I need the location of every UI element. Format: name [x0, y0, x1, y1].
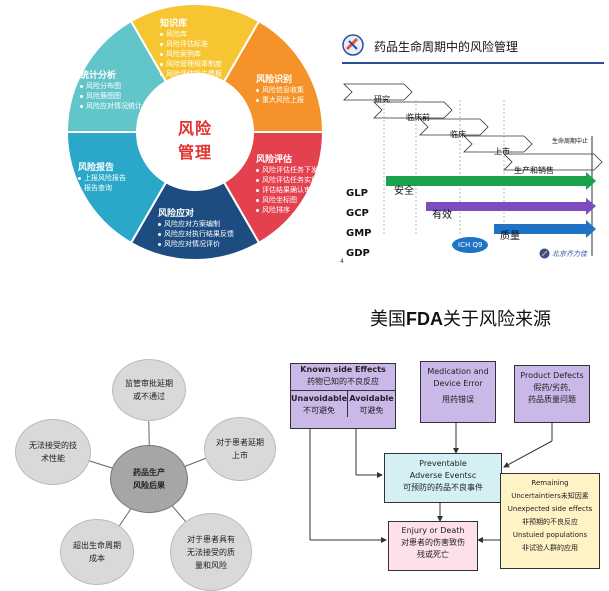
- lifecycle-title: 药品生命周期中的风险管理: [374, 40, 519, 54]
- lifecycle-end-label: 生命周期中止: [552, 138, 589, 145]
- wheel-segment-report: [65, 131, 168, 245]
- segment-title: 知识库: [160, 19, 188, 29]
- wheel-segment-respond: [129, 180, 261, 261]
- stage-chevron: [463, 135, 533, 153]
- consequence-quality-risk: 对于患者具有无法接受的质量和风险: [170, 513, 252, 591]
- consequence-market-delay: 对于患者延期上市: [204, 417, 276, 481]
- stage-clinical: 临床: [450, 130, 466, 139]
- stage-chevron: [373, 101, 453, 119]
- segment-respond: 风险应对 风险应对方案编制 风险应对执行结果反馈 风险应对情况评价: [158, 209, 234, 248]
- brand-label: 北京齐力佳: [552, 250, 587, 258]
- wheel-segment-statistics: [65, 19, 168, 133]
- segment-assess: 风险评估 风险评估任务下发 风险评估任务实施 评估结果确认审核 风险坐标图 风险…: [256, 155, 318, 214]
- quality-bar: [494, 224, 586, 234]
- title-underline: [342, 62, 604, 64]
- fda-risk-diagram: 美国FDA关于风险来源 Known side Effects 药物已知的不良反应…: [290, 295, 609, 591]
- brand-logo-icon: [539, 248, 550, 259]
- row-glp: GLP: [346, 188, 368, 199]
- row-gdp: GDP: [346, 248, 370, 259]
- wheel-segment-identify: [222, 19, 325, 133]
- known-side-effects-box: Known side Effects 药物已知的不良反应 Unavoidable…: [290, 363, 396, 429]
- consequence-cost: 超出生命周期成本: [60, 519, 134, 585]
- lifecycle-graphic: [343, 83, 603, 256]
- ich-q9-oval: [452, 237, 488, 253]
- wheel-center-disc: [139, 76, 251, 188]
- safety-arrow: [586, 172, 596, 190]
- bar-label-efficacy: 有效: [432, 210, 452, 221]
- wheel-segment-assess: [222, 131, 325, 245]
- row-gmp: GMP: [346, 228, 372, 239]
- quality-arrow: [586, 220, 596, 238]
- segment-statistics: 统计分析 风险分布图 风险蔟图图 风险应对情况统计: [80, 71, 142, 110]
- lifecycle-logo-icon: [342, 34, 364, 56]
- bar-label-safety: 安全: [394, 186, 414, 197]
- efficacy-arrow: [586, 198, 596, 215]
- wheel-rings: [65, 3, 325, 261]
- consequence-performance: 无法接受的技术性能: [15, 419, 91, 485]
- row-gcp: GCP: [346, 208, 369, 219]
- segment-report: 风险报告 上报风险报告 报告查询: [78, 163, 126, 192]
- stage-chevron: [503, 153, 603, 171]
- stage-research: 研究: [374, 95, 390, 104]
- stage-chevron: [419, 118, 489, 136]
- ich-q9-label: ICH Q9: [458, 241, 483, 249]
- fda-title: 美国FDA关于风险来源: [370, 309, 551, 330]
- bar-label-quality: 质量: [500, 231, 520, 242]
- stage-preclinical: 临床前: [406, 113, 430, 122]
- consequence-center: 药品生产风险后果: [110, 445, 188, 513]
- stage-market: 上市: [494, 147, 510, 156]
- consequences-diagram: 药品生产风险后果 监管审批延期或不通过 对于患者延期上市 对于患者具有无法接受的…: [0, 345, 290, 591]
- consequence-approval-delay: 监管审批延期或不通过: [112, 359, 186, 421]
- wheel-center-label: 风险 管理: [177, 119, 212, 162]
- wheel-segment-knowledge: [129, 3, 261, 84]
- segment-identify: 风险识别 风险信息收集 重大风险上报: [256, 75, 304, 104]
- lifecycle-panel: 药品生命周期中的风险管理 研究 临床前 临床 上市 生产和销售 生命周期中止 G…: [334, 22, 604, 267]
- segment-knowledge: 知识库 风险库 风险评估标准 风险案例库 风险管理规章制度 风险评估报告模板: [160, 16, 222, 79]
- safety-bar: [386, 176, 586, 186]
- stage-chevron: [343, 83, 413, 101]
- fda-connectors: [309, 423, 553, 543]
- stage-production: 生产和销售: [514, 166, 554, 175]
- risk-management-wheel: 风险 管理 知识库 风险库 风险评估标准 风险案例库 风险管理规章制度 风险评估…: [0, 0, 330, 265]
- page-number: 4: [340, 258, 344, 265]
- efficacy-bar: [426, 202, 586, 211]
